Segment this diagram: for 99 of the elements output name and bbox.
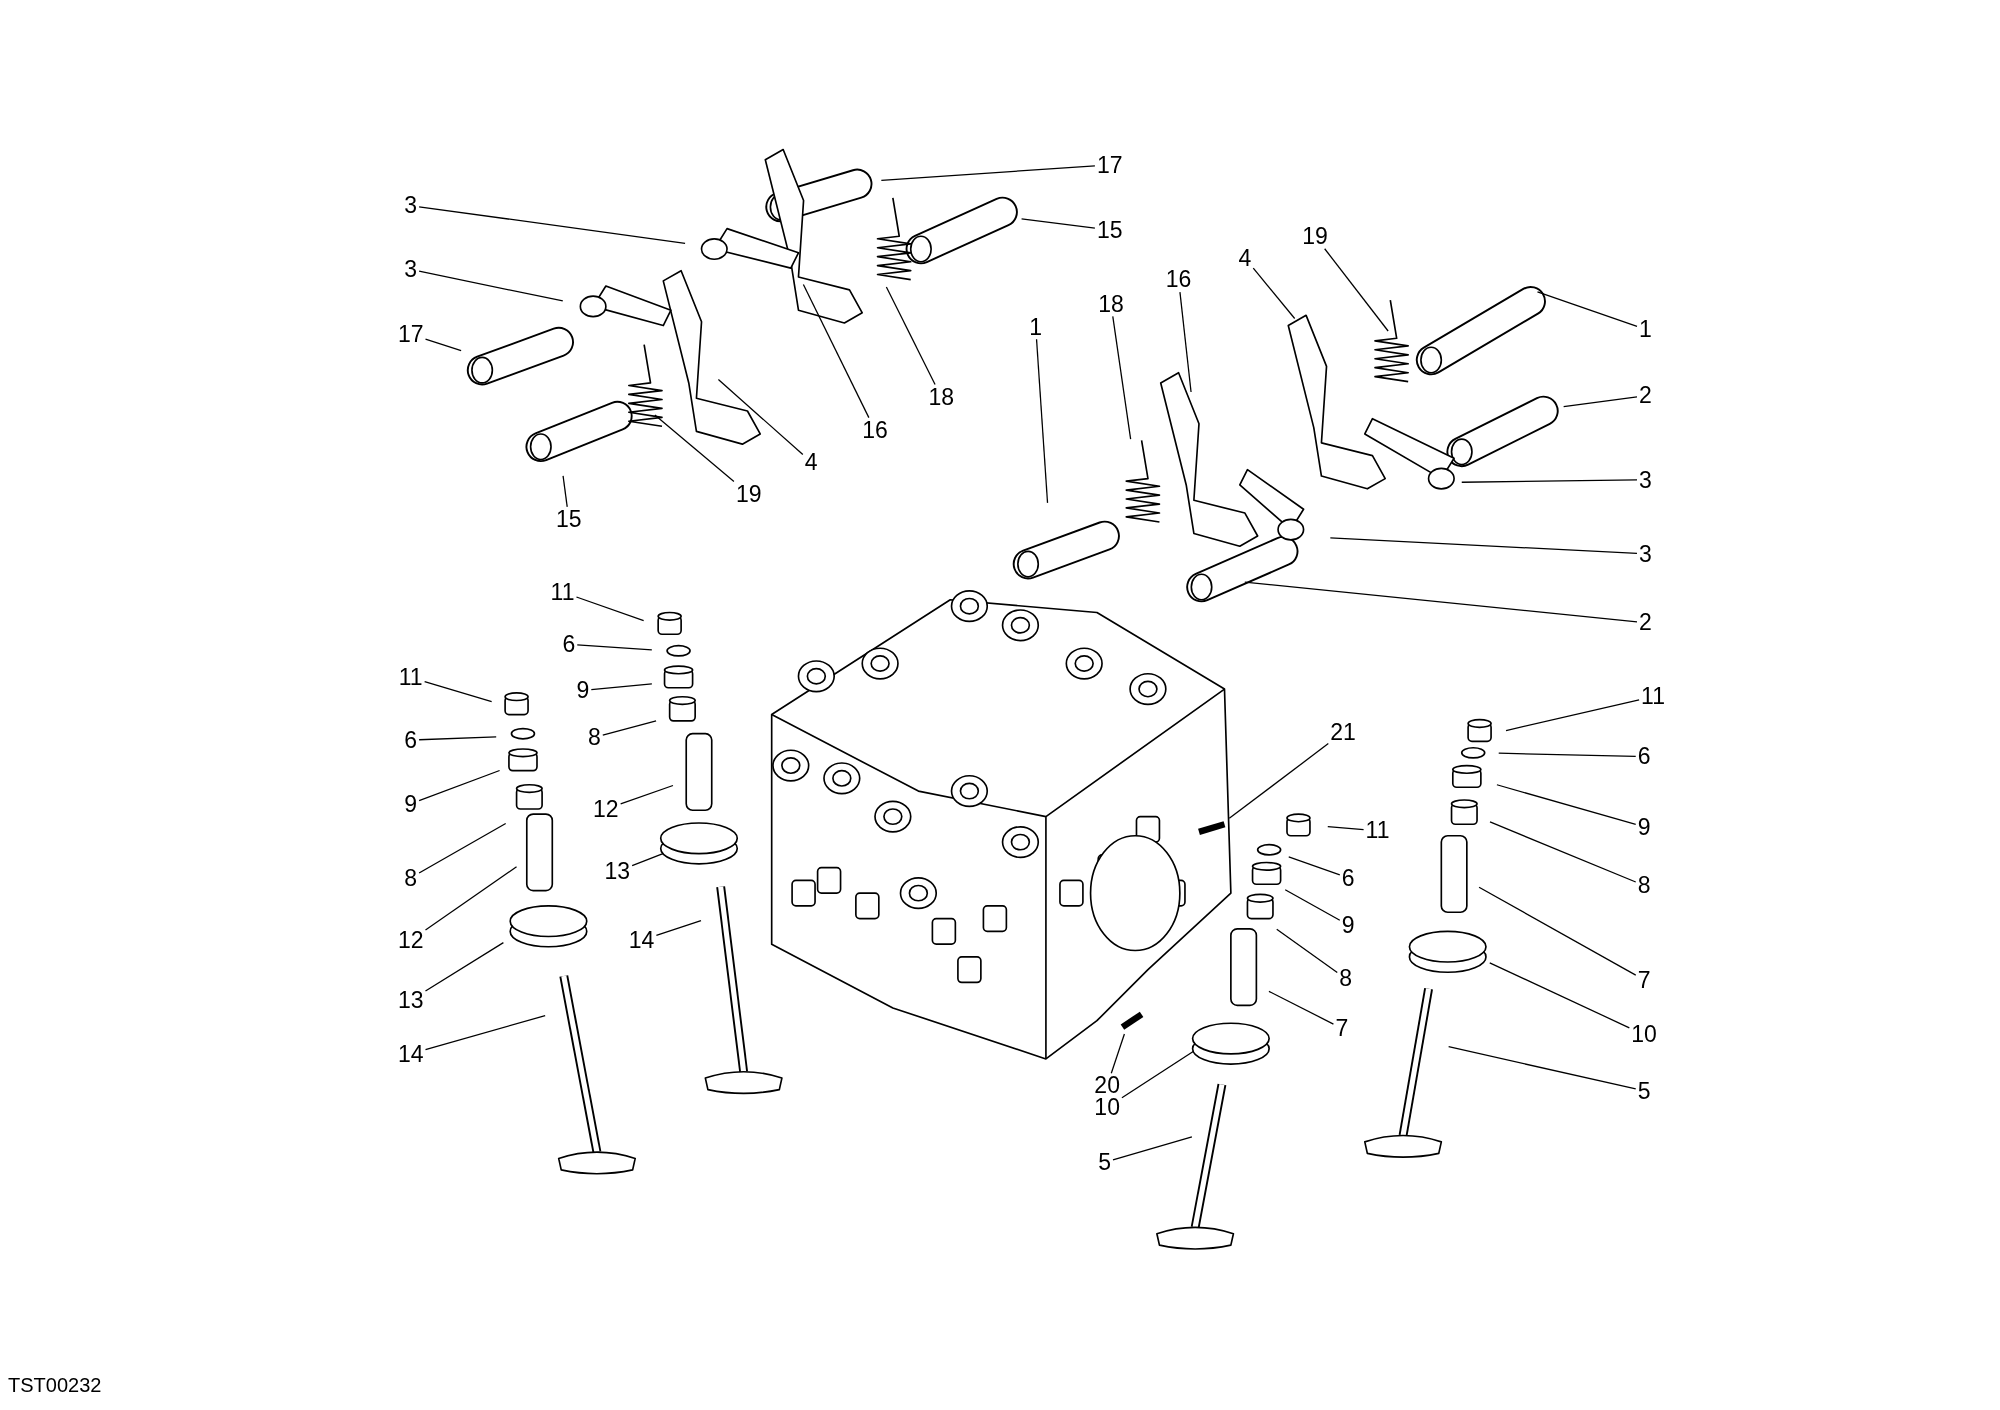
- callout-number: 6: [402, 727, 420, 753]
- callout-number: 12: [395, 927, 426, 953]
- callout-number: 3: [1637, 467, 1654, 493]
- leader-line: [1536, 291, 1638, 328]
- callout-number: 11: [396, 664, 425, 690]
- leader-line: [1496, 784, 1637, 826]
- leader-line: [1110, 1033, 1126, 1074]
- callout-number: 8: [586, 724, 603, 750]
- leader-line: [1020, 218, 1096, 229]
- leader-line: [418, 270, 564, 302]
- callout-number: 4: [1236, 245, 1254, 271]
- leader-line: [1252, 267, 1296, 320]
- callout-number: 4: [802, 449, 820, 475]
- callout-number: 15: [554, 506, 584, 532]
- leader-line: [1563, 396, 1638, 408]
- leader-line: [717, 378, 804, 456]
- callout-number: 1: [1027, 314, 1045, 339]
- leader-line: [590, 683, 653, 691]
- leader-line: [1112, 1136, 1193, 1161]
- callout-number: 6: [1635, 743, 1653, 769]
- callout-number: 2: [1637, 609, 1654, 635]
- callout-number: 11: [1639, 683, 1667, 709]
- leader-line: [1276, 928, 1338, 974]
- callout-number: 9: [1635, 814, 1653, 839]
- leader-line: [1268, 990, 1335, 1025]
- leader-line: [1478, 886, 1637, 976]
- callout-number: 12: [591, 796, 621, 822]
- callout-number: 3: [1637, 541, 1654, 567]
- callout-number: 3: [402, 192, 420, 218]
- leader-line: [418, 206, 686, 244]
- callout-number: 19: [733, 481, 764, 507]
- callout-number: 13: [602, 858, 633, 884]
- leader-line: [885, 286, 936, 386]
- leader-line: [576, 644, 653, 651]
- leader-line: [1121, 1050, 1195, 1099]
- callout-number: 13: [395, 987, 426, 1013]
- drawing-code: TST00232: [8, 1373, 102, 1397]
- callout-number: 11: [548, 579, 577, 605]
- leader-line: [1489, 962, 1630, 1029]
- leader-line: [575, 596, 645, 622]
- leader-line: [1324, 248, 1389, 332]
- leader-line: [418, 736, 497, 741]
- leader-line: [424, 1014, 546, 1051]
- callout-number: 14: [395, 1041, 426, 1067]
- leader-line: [1489, 821, 1637, 883]
- leader-line: [1244, 581, 1638, 623]
- leader-line: [1329, 537, 1638, 555]
- callout-number: 8: [1635, 872, 1653, 898]
- callout-number: 3: [402, 256, 420, 282]
- callout-number: 7: [1333, 1015, 1351, 1041]
- callout-number: 9: [402, 791, 420, 817]
- leader-line: [1505, 699, 1640, 732]
- callout-number: 17: [395, 321, 426, 347]
- leader-line: [424, 866, 518, 931]
- leader-line: [1284, 889, 1341, 921]
- callout-number: 16: [1163, 266, 1194, 292]
- leader-line: [620, 784, 674, 805]
- leader-line: [1112, 315, 1132, 440]
- callout-number: 10: [1629, 1021, 1659, 1047]
- leader-line: [1228, 742, 1329, 819]
- callout-number: 5: [1635, 1078, 1653, 1104]
- callout-number: 18: [1096, 291, 1126, 317]
- leader-line: [424, 942, 505, 992]
- leader-line: [1448, 1046, 1637, 1090]
- leader-line: [1288, 856, 1341, 876]
- callout-number: 15: [1094, 217, 1125, 243]
- leader-line: [655, 919, 702, 937]
- callout-number: 8: [402, 865, 420, 891]
- callout-number: 9: [1339, 912, 1357, 938]
- callout-number: 11: [1363, 817, 1392, 843]
- callout-number: 19: [1300, 223, 1330, 249]
- callout-number: 2: [1637, 382, 1654, 408]
- leader-line: [1498, 752, 1637, 758]
- callout-number: 18: [926, 384, 957, 410]
- leader-line: [1461, 479, 1638, 483]
- callout-number: 6: [560, 631, 578, 657]
- callout-number: 17: [1094, 152, 1125, 178]
- leader-line: [602, 720, 657, 736]
- leader-line: [418, 769, 501, 802]
- callout-number: 7: [1635, 967, 1653, 993]
- leader-line: [1035, 338, 1049, 504]
- leader-line: [562, 475, 568, 508]
- callout-number: 14: [626, 927, 657, 953]
- leader-line: [802, 283, 870, 419]
- leader-line: [631, 852, 664, 867]
- callout-number: 16: [860, 417, 890, 443]
- leader-line: [1327, 826, 1365, 831]
- callout-number: 6: [1339, 865, 1357, 891]
- leader-line: [1179, 291, 1192, 393]
- callout-number: 21: [1328, 719, 1358, 745]
- leader-line: [424, 681, 493, 703]
- leader-line: [880, 165, 1096, 182]
- callout-number: 5: [1096, 1149, 1113, 1175]
- leader-line: [418, 822, 507, 874]
- leader-line: [654, 414, 735, 483]
- callout-number: 1: [1637, 316, 1654, 342]
- callout-number: 8: [1337, 965, 1355, 991]
- callout-number: 9: [574, 677, 592, 703]
- leader-line: [424, 338, 462, 352]
